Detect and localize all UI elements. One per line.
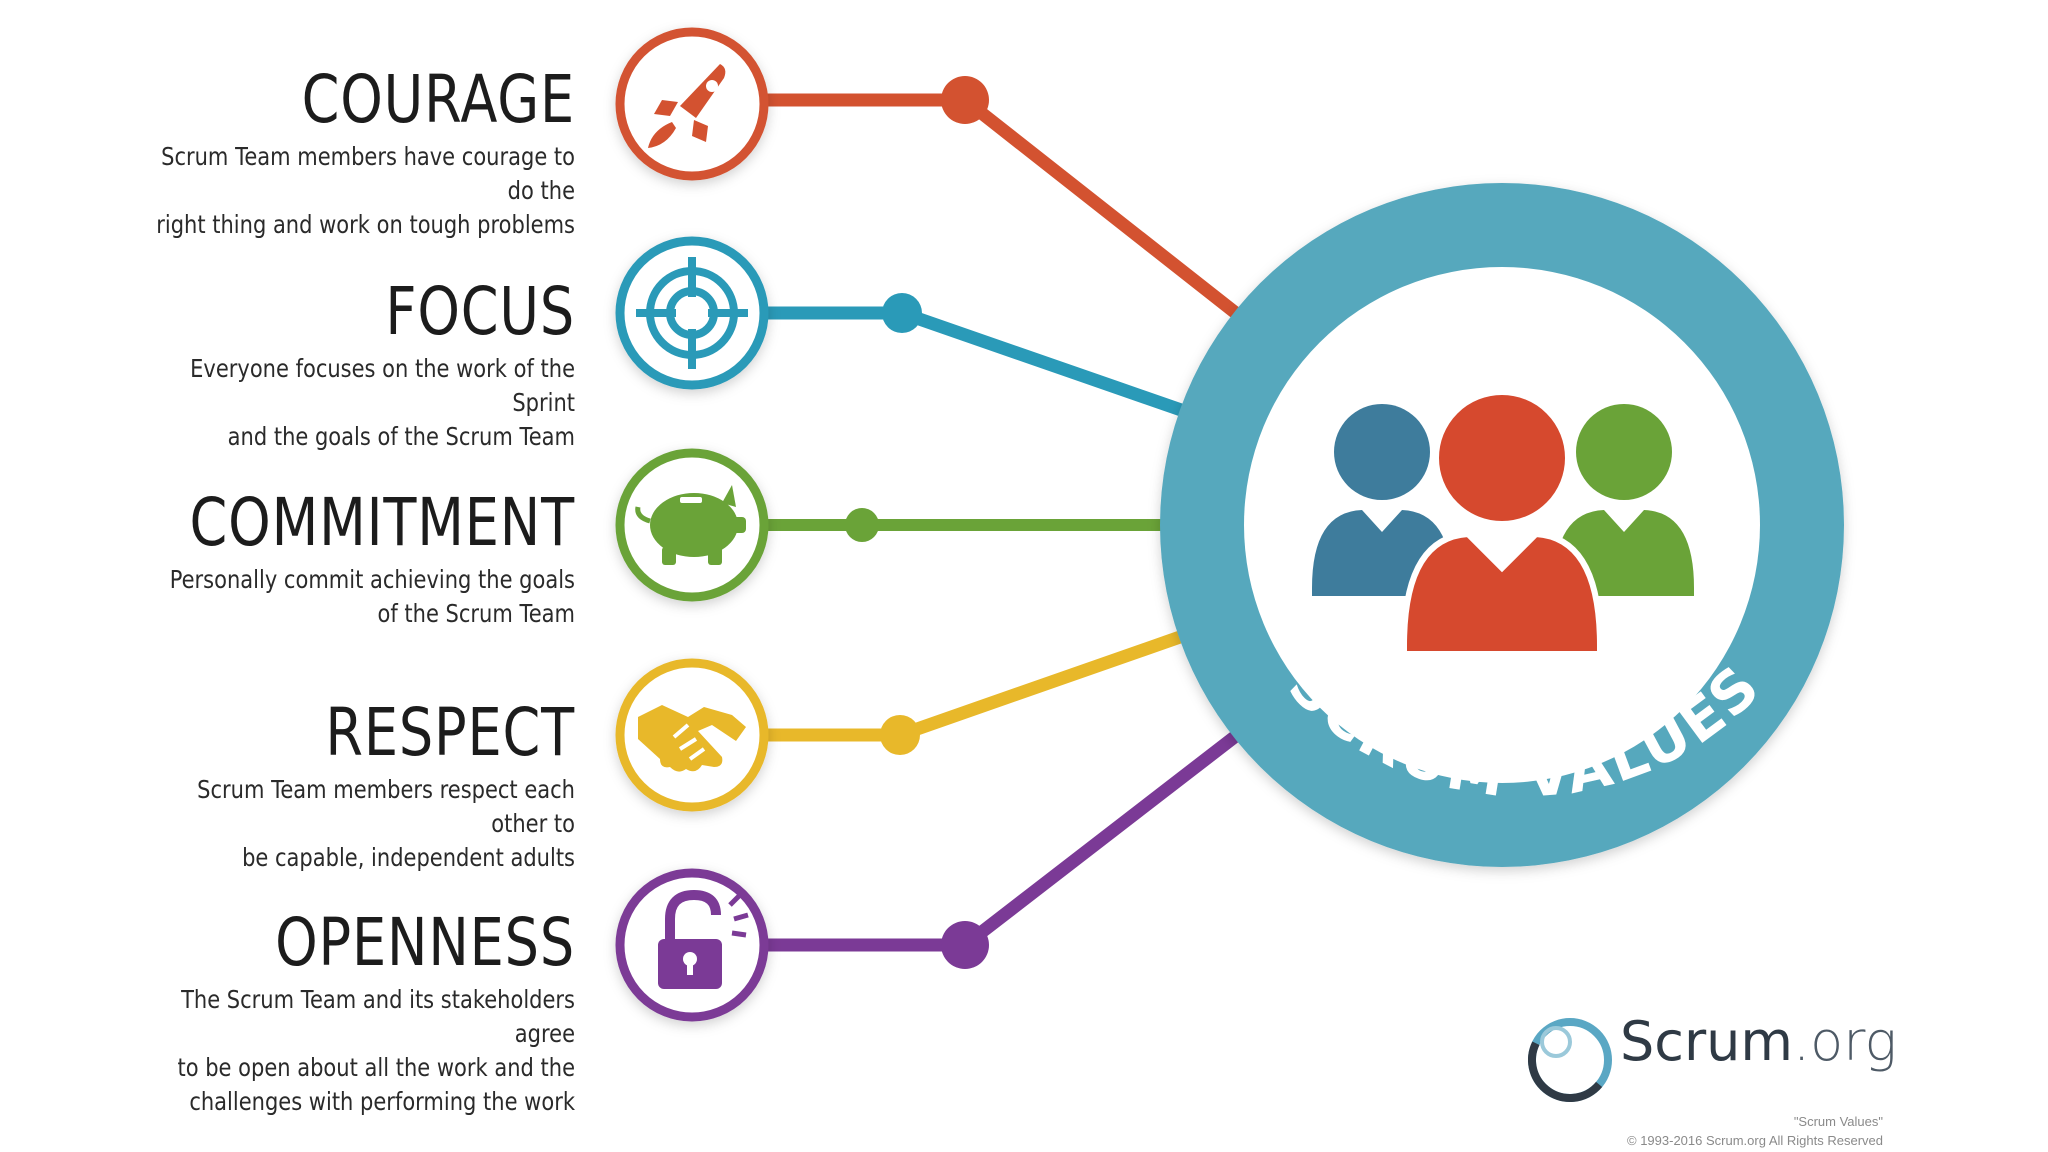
footnote-copyright: © 1993-2016 Scrum.org All Rights Reserve… xyxy=(1627,1133,1883,1148)
value-name-openness: OPENNESS xyxy=(275,904,575,981)
icon-ring-focus xyxy=(615,236,769,390)
value-icon-focus xyxy=(615,236,769,390)
connector-dot-openness xyxy=(941,921,989,969)
value-desc-respect: Scrum Team members respect each other to… xyxy=(197,775,575,872)
person-center-body xyxy=(1401,530,1603,657)
connector-dot-focus xyxy=(882,293,922,333)
value-name-courage: COURAGE xyxy=(301,61,575,138)
brand-wordmark: Scrum.org xyxy=(1620,1010,1897,1073)
value-openness: OPENNESS The Scrum Team and its stakehol… xyxy=(60,903,575,1119)
brand-tld: .org xyxy=(1793,1010,1897,1073)
connector-dot-respect xyxy=(880,715,920,755)
value-respect: RESPECT Scrum Team members respect each … xyxy=(60,693,575,875)
connector-commitment xyxy=(756,508,1196,542)
connector-line-respect xyxy=(755,623,1207,742)
piggy-bank-icon xyxy=(635,485,746,565)
connector-line-openness xyxy=(755,718,1257,952)
value-courage: COURAGE Scrum Team members have courage … xyxy=(60,60,575,242)
value-icon-commitment xyxy=(615,448,769,602)
value-icon-openness xyxy=(615,868,769,1022)
footnote-title: "Scrum Values" xyxy=(1793,1114,1883,1129)
connector-line-courage xyxy=(755,93,1277,347)
connector-openness xyxy=(755,718,1257,969)
scrum-values-hub: SCRUM VALUES xyxy=(1160,183,1844,867)
value-name-focus: FOCUS xyxy=(385,273,575,350)
value-desc-courage: Scrum Team members have courage to do th… xyxy=(156,142,575,239)
team-people-icon xyxy=(1312,389,1694,657)
value-icon-respect xyxy=(615,658,769,812)
handshake-icon xyxy=(638,705,746,772)
person-center xyxy=(1401,389,1603,657)
person-center-head xyxy=(1433,389,1571,527)
value-name-commitment: COMMITMENT xyxy=(189,484,575,561)
value-desc-openness: The Scrum Team and its stakeholders agre… xyxy=(177,985,575,1116)
rocket-icon xyxy=(648,64,726,148)
scrum-org-logo-icon xyxy=(1528,1018,1612,1102)
target-icon xyxy=(636,257,748,369)
connector-focus xyxy=(755,293,1217,427)
value-name-respect: RESPECT xyxy=(325,694,575,771)
connector-respect xyxy=(755,623,1207,755)
connector-line-focus xyxy=(755,306,1217,427)
open-lock-icon xyxy=(658,889,749,989)
connector-dot-courage xyxy=(941,76,989,124)
value-commitment: COMMITMENT Personally commit achieving t… xyxy=(60,483,575,631)
value-focus: FOCUS Everyone focuses on the work of th… xyxy=(60,272,575,454)
value-desc-focus: Everyone focuses on the work of the Spri… xyxy=(190,354,575,451)
person-left-head xyxy=(1334,404,1430,500)
value-icon-courage xyxy=(615,27,769,181)
connector-courage xyxy=(755,76,1277,347)
person-right-head xyxy=(1576,404,1672,500)
brand-name: Scrum xyxy=(1620,1010,1793,1073)
value-desc-commitment: Personally commit achieving the goals of… xyxy=(169,565,575,628)
connector-dot-commitment xyxy=(845,508,879,542)
